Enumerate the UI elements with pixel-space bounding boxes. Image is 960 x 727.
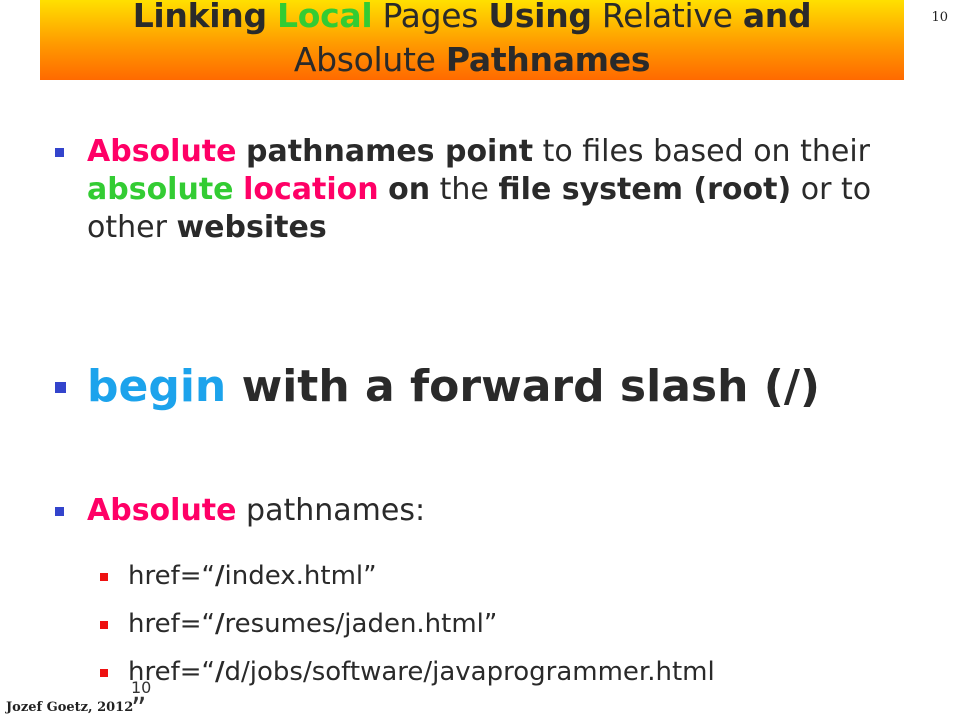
bullet-text: websites [176, 210, 327, 245]
sub-item-jobs: href=“/d/jobs/software/javaprogrammer.ht… [100, 656, 715, 688]
href-path: index.html” [224, 561, 377, 591]
bullet-text: begin [87, 361, 227, 412]
bullet-text: absolute [87, 172, 234, 207]
sub-bullet-marker [100, 621, 108, 629]
sub-item-index: href=“/index.html” [100, 560, 377, 592]
sub-item-resumes: href=“/resumes/jaden.html” [100, 608, 497, 640]
href-slash: / [215, 609, 225, 639]
title-word: Linking [132, 0, 267, 35]
footer-author: Jozef Goetz, 2012 [6, 700, 134, 715]
href-path: d/jobs/software/javaprogrammer.html [224, 657, 715, 687]
bullet-text: or to other [87, 172, 872, 245]
href-prefix: href=“ [128, 657, 216, 687]
bullet-absolute-definition: Absolute pathnames point to files based … [55, 133, 907, 247]
title-word: Relative [601, 0, 733, 35]
title-word: and [742, 0, 812, 35]
bullet-text: to files based on their [542, 134, 871, 169]
title-bar [40, 0, 904, 80]
bullet-text: on [388, 172, 431, 207]
href-prefix: href=“ [128, 561, 216, 591]
bullet-text: pathnames point [246, 134, 534, 169]
sub-bullet-marker [100, 573, 108, 581]
footer-quote: ” [131, 692, 147, 727]
bullet-text: location [243, 172, 379, 207]
title-word: Pages [382, 0, 479, 35]
bullet-text: the [439, 172, 489, 207]
href-prefix: href=“ [128, 609, 216, 639]
href-slash: / [215, 561, 225, 591]
bullet-forward-slash: begin with a forward slash (/) [55, 360, 960, 414]
bullet-absolute-pathnames: Absolute pathnames: [55, 492, 907, 530]
bullet-text: file system (root) [498, 172, 792, 207]
slide-title: Linking Local Pages Using Relative and A… [40, 0, 904, 82]
href-slash: / [215, 657, 225, 687]
slide-number: 10 [931, 10, 948, 25]
bullet-text: with a forward slash (/) [241, 361, 821, 412]
bullet-text: Absolute [87, 493, 237, 528]
title-word: Pathnames [445, 40, 651, 79]
sub-bullet-marker [100, 669, 108, 677]
bullet-text: pathnames: [246, 493, 426, 528]
bullet-marker [55, 507, 64, 516]
bullet-marker [55, 148, 64, 157]
footer-page-number: 10 [131, 678, 152, 697]
title-word: Absolute [293, 40, 436, 79]
href-path: resumes/jaden.html” [224, 609, 498, 639]
bullet-marker [55, 382, 66, 393]
bullet-text: Absolute [87, 134, 237, 169]
title-word: Local [277, 0, 373, 35]
title-word: Using [488, 0, 592, 35]
